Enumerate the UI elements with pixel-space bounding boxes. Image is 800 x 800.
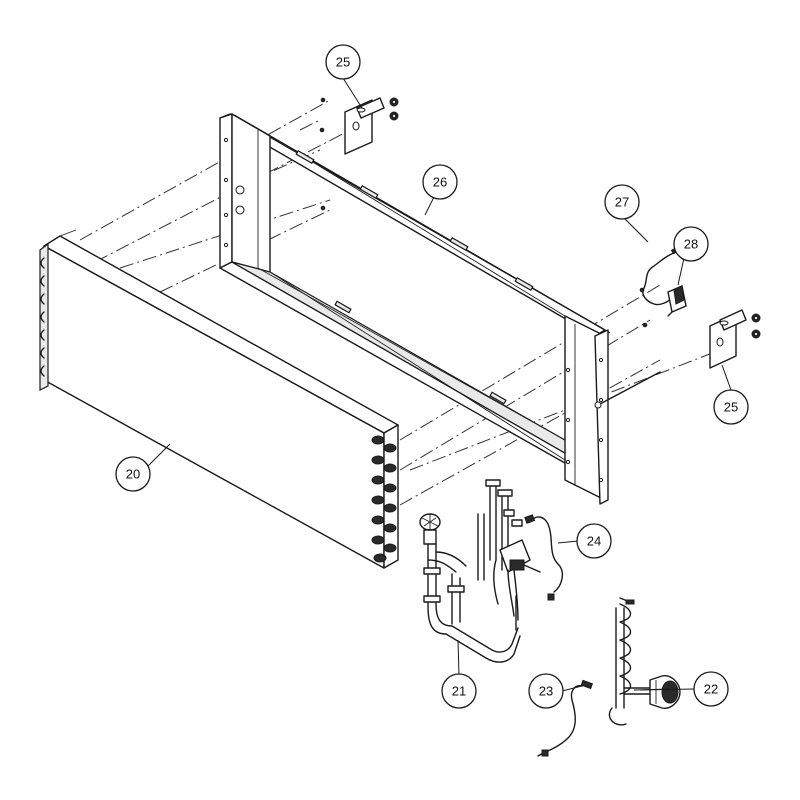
callout-22: 22: [693, 671, 729, 707]
callout-label: 22: [704, 682, 718, 697]
callout-label: 26: [433, 175, 447, 190]
callout-label: 25: [336, 55, 350, 70]
callout-label: 25: [724, 400, 738, 415]
distributor-part: [608, 597, 681, 726]
callout-28: 28: [673, 226, 709, 262]
coil-part: [39, 229, 399, 569]
piping-assembly-part: [419, 479, 541, 663]
wire-harness-part: [524, 514, 564, 601]
bracket-part-lower: [594, 287, 761, 409]
temperature-sensor-part: [537, 679, 594, 757]
callout-20: 20: [115, 456, 151, 492]
callout-26: 26: [422, 164, 458, 200]
callout-23: 23: [528, 673, 564, 709]
callout-label: 23: [539, 684, 553, 699]
callout-label: 24: [587, 534, 601, 549]
clip-part: [667, 285, 687, 317]
mounting-frame-part: [219, 113, 611, 505]
callout-label: 21: [452, 684, 466, 699]
callout-25-upper: 25: [325, 44, 361, 80]
callout-21: 21: [441, 673, 477, 709]
callout-25-lower: 25: [713, 389, 749, 425]
callout-leaders: [145, 77, 732, 692]
callout-24: 24: [576, 523, 612, 559]
coil-return-bends: [371, 435, 397, 563]
callout-27: 27: [604, 184, 640, 220]
callout-label: 27: [615, 195, 629, 210]
callout-label: 28: [684, 237, 698, 252]
coil-left-bends: [40, 257, 45, 377]
bracket-part-upper: [319, 97, 399, 211]
callout-label: 20: [126, 467, 140, 482]
